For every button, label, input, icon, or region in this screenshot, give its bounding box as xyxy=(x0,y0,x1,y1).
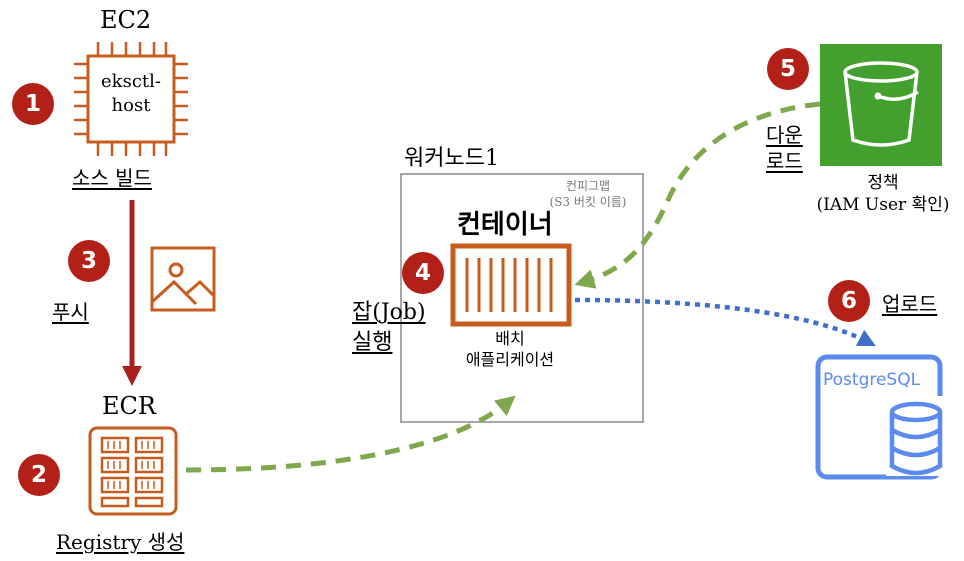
worker-node-box xyxy=(400,173,644,423)
job-run-label: 잡(Job) 실행 xyxy=(352,300,426,355)
step-4-badge: 4 xyxy=(402,252,444,294)
database-icon xyxy=(815,354,948,480)
step-1-badge: 1 xyxy=(12,83,54,125)
push-label: 푸시 xyxy=(52,300,89,324)
step-3-badge: 3 xyxy=(68,240,110,282)
step-5-badge: 5 xyxy=(767,48,809,90)
batch-app-label: 배치 애플리케이션 xyxy=(465,329,555,369)
configmap-label: 컨피그맵 (S3 버킷 이름) xyxy=(549,179,627,209)
ecr-caption: Registry 생성 xyxy=(56,530,185,554)
registry-icon xyxy=(88,426,178,516)
deploy-dashed-arrow xyxy=(185,395,516,473)
step-6-badge: 6 xyxy=(828,280,870,322)
ec2-title: EC2 xyxy=(100,6,152,34)
ec2-chip-text: eksctl- host xyxy=(101,71,161,116)
chip-icon xyxy=(74,42,188,156)
image-icon xyxy=(150,246,216,312)
policy-label: 정책 (IAM User 확인) xyxy=(816,173,950,215)
postgres-label: PostgreSQL xyxy=(823,370,921,390)
container-title: 컨테이너 xyxy=(457,210,553,240)
container-icon xyxy=(450,243,572,327)
step-2-badge: 2 xyxy=(18,454,60,496)
ecr-title: ECR xyxy=(102,392,156,420)
bucket-icon xyxy=(820,44,942,166)
download-dashed-arrow xyxy=(574,101,821,289)
ec2-caption: 소스 빌드 xyxy=(72,166,152,190)
upload-label: 업로드 xyxy=(882,292,938,316)
upload-dotted-arrow xyxy=(574,297,876,347)
download-label: 다운 로드 xyxy=(766,123,803,173)
worker-node-title: 워커노드1 xyxy=(404,146,499,171)
